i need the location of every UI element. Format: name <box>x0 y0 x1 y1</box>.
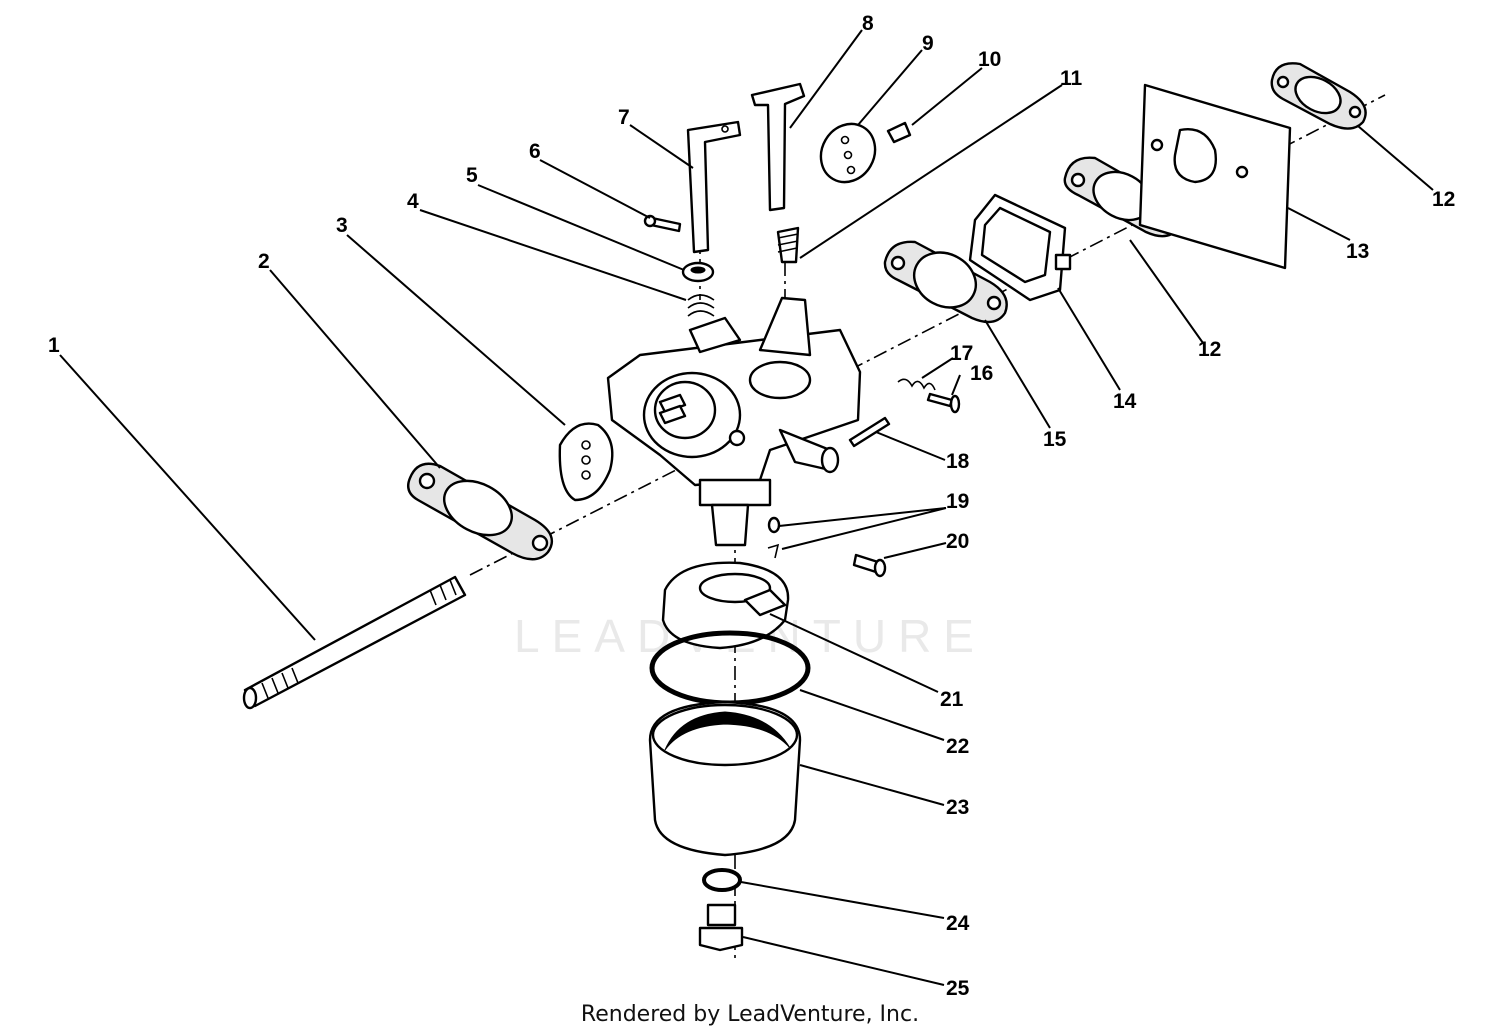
callout-20: 20 <box>946 530 969 553</box>
part-17-spring <box>897 378 936 391</box>
part-14-adapter <box>968 193 1072 302</box>
callout-18: 18 <box>946 450 970 473</box>
part-16-idle-screw <box>926 392 961 414</box>
part-5-bushing <box>681 261 715 283</box>
part-12-gasket-upper <box>1270 62 1367 130</box>
carburetor-body <box>606 296 862 547</box>
part-15-gasket <box>883 240 1008 324</box>
callout-12-upper: 12 <box>1432 188 1455 211</box>
callout-17: 17 <box>950 342 973 365</box>
part-4-spring <box>687 294 715 317</box>
part-19-o-rings <box>767 516 781 559</box>
callout-10: 10 <box>978 48 1001 71</box>
callout-8: 8 <box>862 12 874 35</box>
callout-16: 16 <box>970 362 993 385</box>
callout-22: 22 <box>946 735 969 758</box>
callout-numbers: 1 2 3 4 5 6 7 8 9 10 11 12 12 13 14 15 1… <box>48 12 1455 1000</box>
part-9-choke-plate <box>819 122 877 184</box>
callout-23: 23 <box>946 796 969 819</box>
callout-21: 21 <box>940 688 964 711</box>
callout-13: 13 <box>1346 240 1369 263</box>
leader-lines <box>59 29 1434 986</box>
part-2-gasket <box>407 462 553 561</box>
part-6-screw <box>643 214 682 233</box>
part-23-float-bowl <box>648 700 802 857</box>
part-7-throttle-shaft <box>686 120 742 254</box>
part-1-mounting-stud <box>242 575 467 710</box>
callout-24: 24 <box>946 912 970 935</box>
callout-14: 14 <box>1113 390 1137 413</box>
callout-1: 1 <box>48 334 60 357</box>
render-credit: Rendered by LeadVenture, Inc. <box>581 1002 919 1027</box>
part-21-float <box>661 561 790 650</box>
callout-19: 19 <box>946 490 969 513</box>
part-20-screw <box>852 553 887 578</box>
part-13-plate <box>1138 83 1292 270</box>
callout-15: 15 <box>1043 428 1067 451</box>
callout-3: 3 <box>336 214 348 237</box>
part-3-throttle-plate <box>558 422 614 502</box>
callout-12-lower: 12 <box>1198 338 1221 361</box>
callout-4: 4 <box>407 190 419 213</box>
callout-2: 2 <box>258 250 270 273</box>
callout-7: 7 <box>618 106 630 129</box>
callout-6: 6 <box>529 140 541 163</box>
part-11-bushing <box>776 226 800 264</box>
callout-11: 11 <box>1060 67 1083 90</box>
callout-5: 5 <box>466 164 478 187</box>
part-24-washer <box>702 868 742 892</box>
part-25-bowl-nut <box>698 903 744 952</box>
part-10-screw <box>886 121 912 144</box>
callout-25: 25 <box>946 977 970 1000</box>
callout-9: 9 <box>922 32 934 55</box>
part-8-choke-shaft <box>750 82 806 212</box>
part-18-pin <box>848 416 891 448</box>
